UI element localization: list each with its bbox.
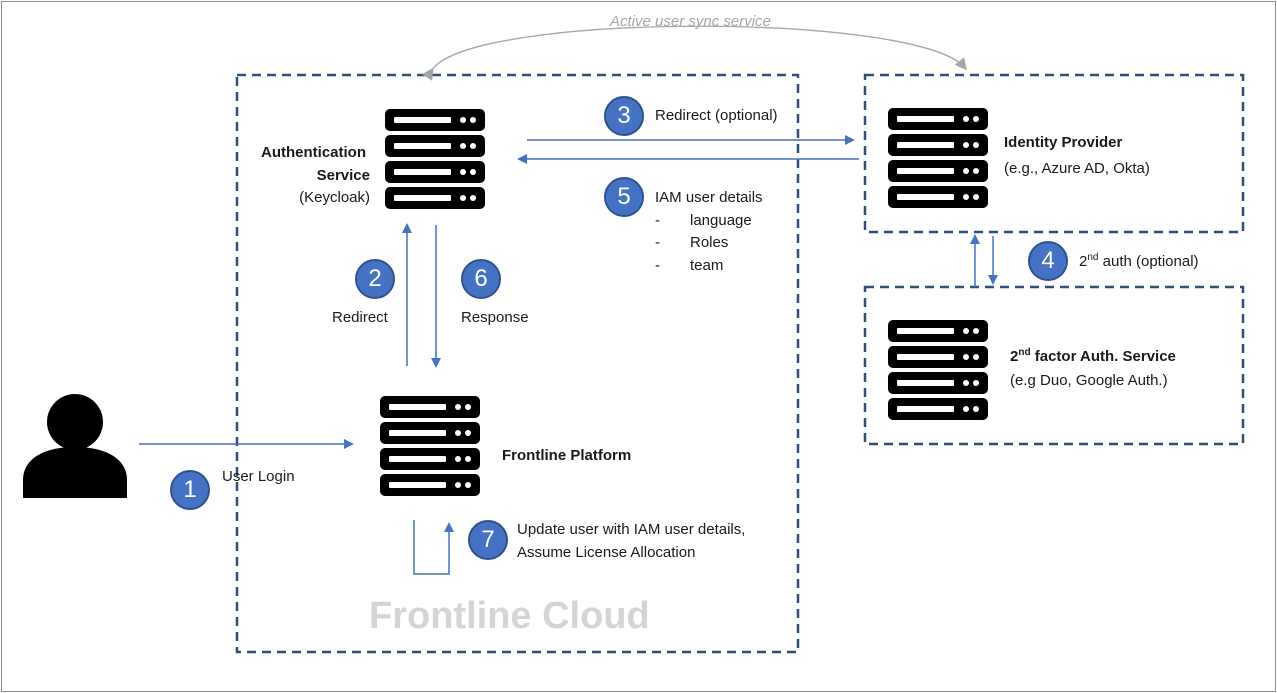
second-factor-title: 2nd factor Auth. Service [1010, 346, 1176, 368]
second-factor-server-icon [888, 320, 988, 420]
sync-arc-arrow [422, 25, 967, 81]
step-3-label: Redirect (optional) [655, 107, 778, 124]
auth-service-title-1: Authentication [261, 144, 366, 161]
identity-provider-title: Identity Provider [1004, 134, 1123, 151]
second-factor-title-num: 2 [1010, 348, 1019, 365]
frontline-cloud-box [235, 73, 800, 654]
platform-server-icon [380, 396, 480, 496]
step-6-badge: 6 [461, 259, 501, 299]
user-icon [23, 394, 127, 498]
step-5-item-roles: Roles [690, 234, 729, 251]
step-6-label: Response [461, 309, 529, 326]
auth-server-icon [385, 109, 485, 209]
second-factor-subtitle: (e.g Duo, Google Auth.) [1010, 372, 1168, 389]
step-3-badge: 3 [604, 96, 644, 136]
step-5-bullet-2: - [655, 234, 660, 251]
identity-provider-subtitle: (e.g., Azure AD, Okta) [1004, 160, 1150, 177]
step-5-bullet-1: - [655, 212, 660, 229]
step-7-label-1: Update user with IAM user details, [517, 521, 746, 538]
step-1-label: User Login [222, 468, 295, 485]
step-7-label-2: Assume License Allocation [517, 544, 696, 561]
auth-service-subtitle: (Keycloak) [299, 189, 370, 206]
step-5-badge: 5 [604, 177, 644, 217]
identity-provider-box [863, 73, 1245, 234]
idp-server-icon [888, 108, 988, 208]
second-factor-box [863, 285, 1245, 446]
step-4-badge: 4 [1028, 241, 1068, 281]
step-7-badge: 7 [468, 520, 508, 560]
step-5-bullet-3: - [655, 257, 660, 274]
step-2-badge: 2 [355, 259, 395, 299]
step-5-item-language: language [690, 212, 752, 229]
step-4-label-rest: auth (optional) [1098, 253, 1199, 270]
sync-label: Active user sync service [610, 13, 771, 30]
arrow-update-loop [413, 520, 454, 575]
second-factor-title-rest: factor Auth. Service [1030, 348, 1176, 365]
frontline-cloud-label: Frontline Cloud [369, 595, 650, 637]
step-5-label: IAM user details [655, 189, 763, 206]
step-2-label: Redirect [332, 309, 388, 326]
step-4-label-num: 2 [1079, 253, 1088, 270]
step-4-label: 2nd auth (optional) [1079, 251, 1199, 273]
second-factor-title-sup: nd [1018, 347, 1031, 358]
step-1-badge: 1 [170, 470, 210, 510]
auth-service-title-2: Service [316, 167, 370, 184]
step-5-item-team: team [690, 257, 724, 274]
frontline-platform-label: Frontline Platform [502, 447, 632, 464]
step-4-label-sup: nd [1087, 252, 1099, 263]
